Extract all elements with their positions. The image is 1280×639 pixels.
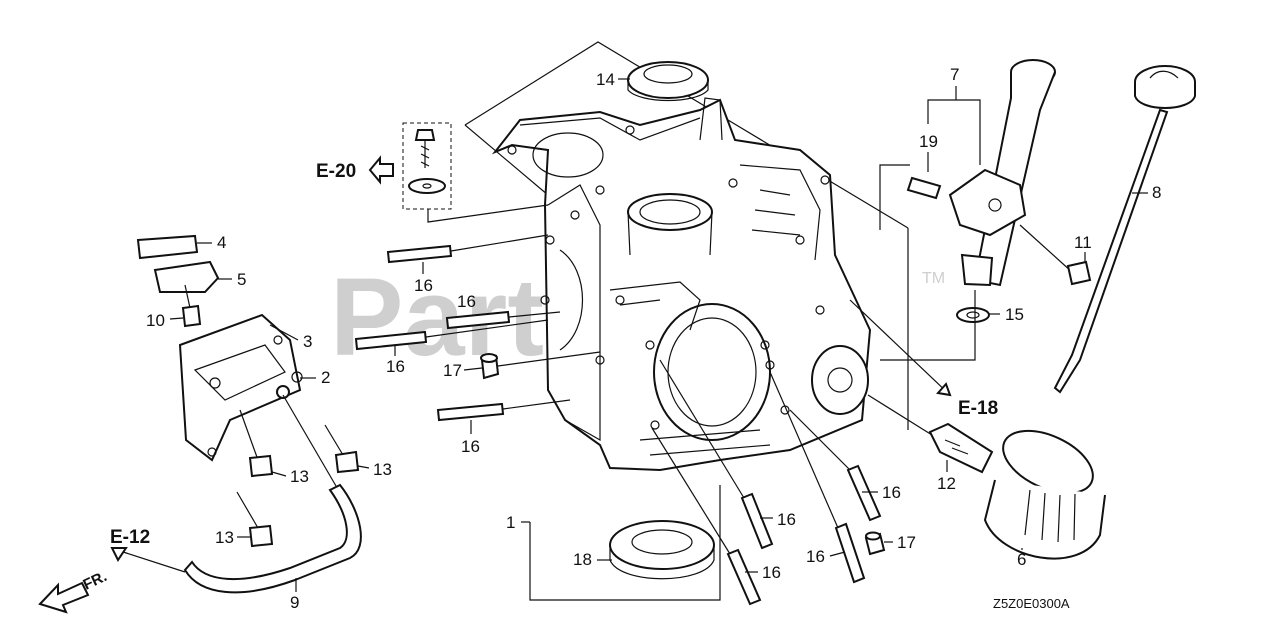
cover-cap [136,234,220,293]
bolt-11 [1019,224,1092,286]
callout-3: 3 [303,332,312,351]
bolt-10 [181,284,202,328]
ref-e20: E-20 [316,161,356,182]
oil-filler-tube [948,59,1056,287]
callout-8: 8 [1152,183,1161,202]
callout-13a: 13 [290,467,309,486]
dowel-pin-left [480,353,500,380]
e20-arrow-icon [368,155,394,185]
callout-7: 7 [950,65,959,84]
ref-front: FR. [81,568,110,594]
callout-11: 11 [1074,233,1092,252]
crankcase [464,41,909,472]
watermark-tm: TM [922,270,945,287]
callout-16e: 16 [777,510,796,529]
callout-4: 4 [217,233,226,252]
callout-12: 12 [937,474,956,493]
dipstick [1053,65,1196,394]
o-ring-19 [906,176,942,200]
lower-studs [726,464,882,606]
filter-nipple [928,422,994,474]
bolts-13 [236,409,360,548]
e20-group-box [402,122,452,210]
callout-18: 18 [573,550,592,569]
callout-16h: 16 [882,483,901,502]
diagram-code: Z5Z0E0300A [993,596,1070,611]
callout-10: 10 [146,311,165,330]
callout-16b: 16 [457,292,476,311]
dowel-pin-right [864,531,886,556]
e18-arrow-icon [936,382,952,397]
callout-17a: 17 [443,361,462,380]
stud-bolts [354,244,511,422]
callout-16g: 16 [806,547,825,566]
leader-1 [529,485,721,601]
callout-16a: 16 [414,276,433,295]
washer-15 [956,307,990,323]
callout-5: 5 [237,270,246,289]
ref-e12: E-12 [110,527,150,548]
oil-seal [627,61,709,102]
callout-15: 15 [1005,305,1024,324]
oil-filter [983,429,1106,560]
callout-13b: 13 [373,460,392,479]
callout-19: 19 [919,132,938,151]
ref-e18: E-18 [958,398,998,419]
callout-16f: 16 [762,563,781,582]
callout-6: 6 [1017,550,1026,569]
callout-13c: 13 [215,528,234,547]
callout-2: 2 [321,368,330,387]
callout-1: 1 [506,513,515,532]
breather-tube [183,483,362,594]
callout-9: 9 [290,593,299,612]
callout-17b: 17 [897,533,916,552]
bearing [609,520,715,580]
breather-cover [178,313,303,462]
callout-16c: 16 [386,357,405,376]
front-arrow-icon [38,581,90,614]
bolt-washer [408,129,446,194]
callout-16d: 16 [461,437,480,456]
callout-14: 14 [596,70,615,89]
e12-arrow-icon [110,547,128,562]
